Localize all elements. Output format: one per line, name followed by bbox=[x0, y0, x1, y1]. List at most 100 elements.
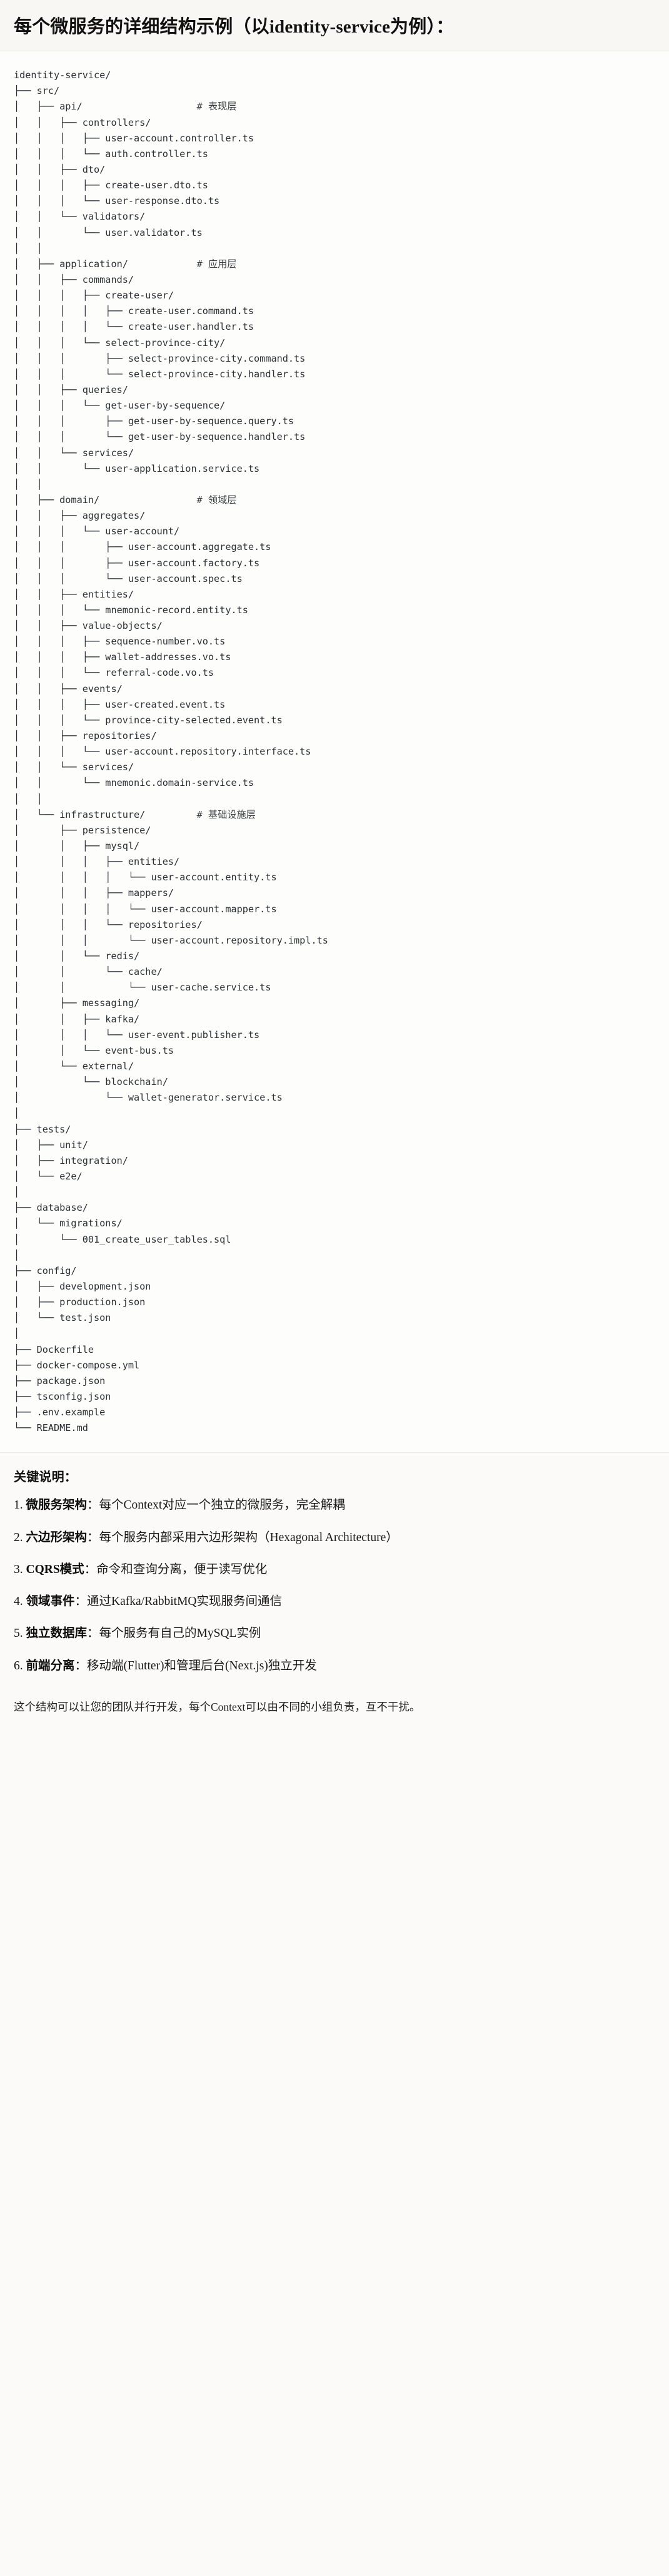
tree-line: │ │ ├── aggregates/ bbox=[14, 508, 656, 524]
tree-line: ├── docker-compose.yml bbox=[14, 1358, 656, 1373]
tree-line: │ │ bbox=[14, 241, 656, 257]
tree-line: │ │ │ ├── user-account.controller.ts bbox=[14, 131, 656, 146]
tree-line: ├── database/ bbox=[14, 1200, 656, 1216]
tree-line-path: │ ├── unit/ bbox=[14, 1139, 88, 1151]
tree-line: │ │ │ └── select-province-city.handler.t… bbox=[14, 367, 656, 382]
tree-line-gap bbox=[99, 494, 196, 506]
tree-line-path: │ │ └── redis/ bbox=[14, 950, 140, 962]
tree-line-path: │ │ ├── controllers/ bbox=[14, 116, 151, 128]
tree-line: │ └── wallet-generator.service.ts bbox=[14, 1090, 656, 1106]
page-root: 每个微服务的详细结构示例（以identity-service为例）： ident… bbox=[0, 0, 669, 1713]
tree-line: │ │ └── redis/ bbox=[14, 949, 656, 964]
tree-line: │ │ │ ├── wallet-addresses.vo.ts bbox=[14, 649, 656, 665]
tree-line-path: │ │ │ ├── user-account.controller.ts bbox=[14, 132, 254, 144]
tree-line-path: │ │ │ ├── user-created.event.ts bbox=[14, 698, 226, 710]
key-note-item: 4. 领域事件：通过Kafka/RabbitMQ实现服务间通信 bbox=[14, 1592, 655, 1611]
tree-line: │ │ │ ├── entities/ bbox=[14, 854, 656, 870]
tree-line-path: │ │ └── mnemonic.domain-service.ts bbox=[14, 777, 254, 789]
key-note-body: 移动端(Flutter)和管理后台(Next.js)独立开发 bbox=[87, 1659, 317, 1672]
tree-line: │ ├── integration/ bbox=[14, 1153, 656, 1169]
tree-line: │ │ ├── commands/ bbox=[14, 272, 656, 288]
tree-line: │ │ └── validators/ bbox=[14, 209, 656, 225]
tree-line: │ ├── messaging/ bbox=[14, 995, 656, 1011]
tree-line-path: │ │ │ └── mnemonic-record.entity.ts bbox=[14, 604, 248, 616]
key-note-term: 微服务架构 bbox=[26, 1499, 88, 1512]
tree-line-path: │ │ │ ├── select-province-city.command.t… bbox=[14, 352, 306, 364]
tree-line-path: │ │ │ ├── mappers/ bbox=[14, 887, 174, 899]
tree-line-path: ├── tsconfig.json bbox=[14, 1390, 111, 1402]
tree-line-path: └── README.md bbox=[14, 1422, 88, 1434]
tree-line: ├── package.json bbox=[14, 1373, 656, 1389]
key-note-item: 1. 微服务架构：每个Context对应一个独立的微服务，完全解耦 bbox=[14, 1496, 655, 1514]
tree-line: │ │ │ ├── create-user.dto.ts bbox=[14, 178, 656, 193]
tree-line-path: │ │ ├── commands/ bbox=[14, 273, 134, 285]
tree-line: │ │ │ │ ├── create-user.command.ts bbox=[14, 303, 656, 319]
tree-line-comment: # 表现层 bbox=[196, 101, 237, 113]
tree-line: │ bbox=[14, 1184, 656, 1200]
tree-line: │ └── infrastructure/ # 基础设施层 bbox=[14, 807, 656, 823]
tree-line: │ │ │ └── select-province-city/ bbox=[14, 335, 656, 351]
tree-line-path: ├── src/ bbox=[14, 85, 60, 97]
page-title: 每个微服务的详细结构示例（以identity-service为例）： bbox=[14, 17, 455, 37]
tree-line: │ │ └── user-application.service.ts bbox=[14, 461, 656, 477]
tree-line: │ │ ├── mysql/ bbox=[14, 838, 656, 854]
tree-line: │ │ └── services/ bbox=[14, 445, 656, 461]
tree-line-path: ├── tests/ bbox=[14, 1123, 71, 1135]
tree-line-path: │ └── 001_create_user_tables.sql bbox=[14, 1233, 231, 1245]
tree-line: │ └── 001_create_user_tables.sql bbox=[14, 1232, 656, 1248]
tree-line: │ │ └── services/ bbox=[14, 760, 656, 775]
tree-line-path: │ bbox=[14, 1249, 20, 1261]
tree-line: │ │ │ ├── create-user/ bbox=[14, 288, 656, 303]
tree-line-comment: # 应用层 bbox=[196, 258, 237, 270]
tree-line-gap bbox=[128, 258, 197, 270]
page-header: 每个微服务的详细结构示例（以identity-service为例）： bbox=[0, 0, 669, 52]
tree-line-path: │ │ │ └── select-province-city.handler.t… bbox=[14, 368, 306, 380]
tree-line: ├── config/ bbox=[14, 1263, 656, 1279]
tree-line: │ │ │ │ └── create-user.handler.ts bbox=[14, 319, 656, 335]
tree-line-path: │ │ │ └── user-account/ bbox=[14, 526, 180, 537]
tree-line: ├── src/ bbox=[14, 83, 656, 99]
tree-line: │ │ │ └── user-event.publisher.ts bbox=[14, 1027, 656, 1043]
tree-line-comment: # 领域层 bbox=[196, 494, 237, 506]
tree-line-path: │ │ │ │ └── create-user.handler.ts bbox=[14, 321, 254, 333]
tree-line-path: ├── .env.example bbox=[14, 1407, 106, 1418]
tree-line: │ └── blockchain/ bbox=[14, 1074, 656, 1090]
key-note-body: 通过Kafka/RabbitMQ实现服务间通信 bbox=[87, 1595, 283, 1609]
tree-line: │ │ │ └── get-user-by-sequence/ bbox=[14, 398, 656, 414]
tree-line-path: │ ├── development.json bbox=[14, 1280, 151, 1292]
key-note-term: 独立数据库 bbox=[26, 1627, 88, 1641]
tree-line: │ ├── domain/ # 领域层 bbox=[14, 492, 656, 508]
key-notes-heading: 关键说明： bbox=[14, 1470, 77, 1485]
key-note-term: 领域事件 bbox=[26, 1595, 75, 1609]
key-note-number: 4. bbox=[14, 1595, 26, 1609]
tree-line: │ │ └── mnemonic.domain-service.ts bbox=[14, 775, 656, 791]
tree-line-path: │ └── infrastructure/ bbox=[14, 808, 146, 820]
tree-line: │ │ │ ├── get-user-by-sequence.query.ts bbox=[14, 414, 656, 429]
tree-line: │ │ └── event-bus.ts bbox=[14, 1043, 656, 1059]
tree-line-path: │ │ │ └── user-account.repository.impl.t… bbox=[14, 934, 328, 946]
key-note-item: 2. 六边形架构：每个服务内部采用六边形架构（Hexagonal Archite… bbox=[14, 1529, 655, 1547]
tree-line: │ │ bbox=[14, 792, 656, 807]
key-note-separator: ： bbox=[74, 1595, 88, 1609]
tree-line-path: │ │ ├── entities/ bbox=[14, 588, 134, 600]
tree-line: │ │ │ └── province-city-selected.event.t… bbox=[14, 713, 656, 728]
tree-line-path: │ │ └── user-cache.service.ts bbox=[14, 982, 271, 994]
tree-line: │ │ ├── repositories/ bbox=[14, 728, 656, 744]
key-note-body: 命令和查询分离，便于读写优化 bbox=[96, 1562, 268, 1576]
tree-line-gap bbox=[145, 809, 196, 820]
tree-line: │ │ │ ├── user-account.factory.ts bbox=[14, 556, 656, 571]
tree-line-path: │ │ └── user-application.service.ts bbox=[14, 462, 260, 474]
tree-line-path: │ │ │ └── user-response.dto.ts bbox=[14, 195, 220, 207]
tree-line: │ │ │ └── user-account/ bbox=[14, 524, 656, 539]
tree-line: │ │ │ └── get-user-by-sequence.handler.t… bbox=[14, 429, 656, 445]
tree-line-path: │ │ │ ├── user-account.aggregate.ts bbox=[14, 541, 271, 553]
key-note-item: 6. 前端分离：移动端(Flutter)和管理后台(Next.js)独立开发 bbox=[14, 1657, 655, 1675]
tree-line: │ │ ├── value-objects/ bbox=[14, 618, 656, 634]
tree-line-path: ├── package.json bbox=[14, 1375, 106, 1387]
tree-line-path: │ │ │ └── user-account.repository.interf… bbox=[14, 746, 311, 758]
tree-line-path: │ │ bbox=[14, 242, 43, 254]
tree-line-comment: # 基础设施层 bbox=[196, 808, 256, 820]
tree-line-path: │ │ ├── aggregates/ bbox=[14, 510, 146, 522]
tree-line: │ bbox=[14, 1248, 656, 1263]
tree-line-path: │ │ │ ├── sequence-number.vo.ts bbox=[14, 636, 226, 648]
